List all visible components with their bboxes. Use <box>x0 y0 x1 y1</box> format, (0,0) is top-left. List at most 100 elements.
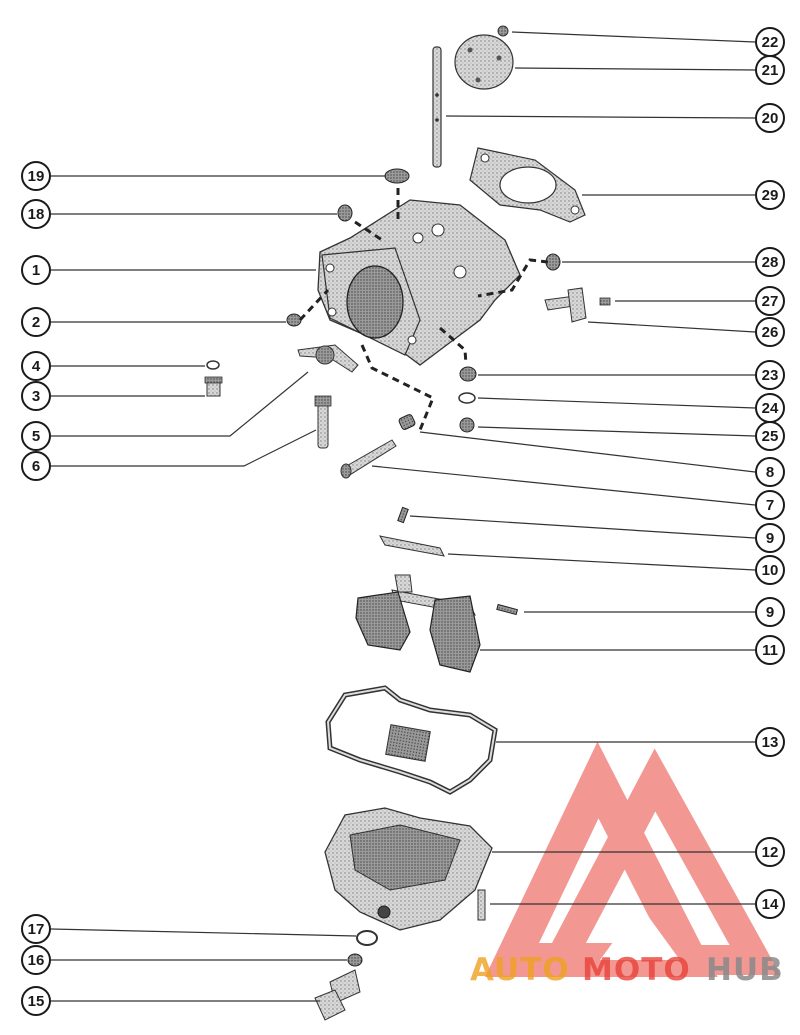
callout-circle <box>755 555 785 585</box>
part-17-o-ring <box>356 930 378 946</box>
part-3-fitting <box>204 376 223 397</box>
callout-circle <box>755 360 785 390</box>
part-28-plug <box>545 253 561 271</box>
part-10-float-arm <box>379 535 445 557</box>
callout-number: 9 <box>766 530 774 547</box>
callout-circle <box>755 27 785 57</box>
callout-number: 16 <box>28 952 45 969</box>
callout-number: 1 <box>32 262 40 279</box>
callout-number: 14 <box>762 896 779 913</box>
callout-26: 26 <box>755 317 785 347</box>
callout-circle <box>755 523 785 553</box>
callout-6: 6 <box>21 451 51 481</box>
callout-circle <box>21 986 51 1016</box>
callout-number: 20 <box>762 110 779 127</box>
callout-circle <box>21 945 51 975</box>
callout-12: 12 <box>755 837 785 867</box>
callout-number: 26 <box>762 324 779 341</box>
watermark-auto: AUTO <box>470 952 570 988</box>
callout-circle <box>755 490 785 520</box>
callout-circle <box>21 451 51 481</box>
part-20-shaft <box>432 46 442 168</box>
callout-number: 8 <box>766 464 774 481</box>
callout-circle <box>755 103 785 133</box>
callout-15: 15 <box>21 986 51 1016</box>
callout-9: 9 <box>755 523 785 553</box>
callout-25: 25 <box>755 421 785 451</box>
part-5-lever <box>297 344 359 373</box>
part-18-plug <box>337 204 353 222</box>
callout-number: 5 <box>32 428 40 445</box>
callout-14: 14 <box>755 889 785 919</box>
callout-circle <box>755 727 785 757</box>
callout-number: 22 <box>762 34 779 51</box>
callout-number: 21 <box>762 62 779 79</box>
part-14-screw <box>477 889 486 921</box>
part-7-needle-screw <box>340 439 397 479</box>
callout-number: 10 <box>762 562 779 579</box>
callout-4: 4 <box>21 351 51 381</box>
callout-number: 13 <box>762 734 779 751</box>
callout-circle <box>755 421 785 451</box>
watermark-hub: HUB <box>706 952 784 988</box>
callout-circle <box>21 199 51 229</box>
part-23-nut <box>459 366 477 382</box>
callout-number: 2 <box>32 314 40 331</box>
callout-13: 13 <box>755 727 785 757</box>
callout-27: 27 <box>755 286 785 316</box>
callout-number: 7 <box>766 497 774 514</box>
callout-circle <box>21 421 51 451</box>
callout-number: 4 <box>32 358 41 375</box>
callout-number: 6 <box>32 458 40 475</box>
callout-1: 1 <box>21 255 51 285</box>
callout-3: 3 <box>21 381 51 411</box>
callout-circle <box>21 914 51 944</box>
callout-7: 7 <box>755 490 785 520</box>
part-9-pin-upper <box>397 506 409 524</box>
callout-number: 27 <box>762 293 779 310</box>
callout-29: 29 <box>755 180 785 210</box>
callout-number: 29 <box>762 187 779 204</box>
callout-layer: 1234567899101112131415161718192021222324… <box>21 27 785 1016</box>
callout-9: 9 <box>755 597 785 627</box>
part-26-lever <box>544 287 587 323</box>
part-29-flange-gasket <box>469 147 586 223</box>
part-19-plug <box>384 168 410 184</box>
callout-11: 11 <box>755 635 785 665</box>
part-12-float-bowl <box>324 807 493 931</box>
callout-number: 28 <box>762 254 779 271</box>
callout-circle <box>21 381 51 411</box>
callout-circle <box>21 351 51 381</box>
callout-circle <box>21 255 51 285</box>
callout-number: 19 <box>28 168 45 185</box>
callout-circle <box>755 180 785 210</box>
callout-number: 9 <box>766 604 774 621</box>
callout-circle <box>755 317 785 347</box>
watermark-moto: MOTO <box>582 952 691 988</box>
callout-number: 23 <box>762 367 779 384</box>
callout-17: 17 <box>21 914 51 944</box>
callout-18: 18 <box>21 199 51 229</box>
part-11-float <box>355 574 481 673</box>
callout-23: 23 <box>755 360 785 390</box>
callout-circle <box>755 247 785 277</box>
part-27-screw <box>599 297 611 306</box>
watermark-text: AUTO MOTO HUB <box>470 952 784 988</box>
callout-number: 15 <box>28 993 45 1010</box>
callout-10: 10 <box>755 555 785 585</box>
callout-number: 3 <box>32 388 40 405</box>
callout-8: 8 <box>755 457 785 487</box>
callout-24: 24 <box>755 393 785 423</box>
callout-number: 17 <box>28 921 45 938</box>
callout-20: 20 <box>755 103 785 133</box>
part-6-jet <box>314 395 332 449</box>
callout-number: 25 <box>762 428 779 445</box>
callout-19: 19 <box>21 161 51 191</box>
assembly-dashed-lines <box>298 188 549 431</box>
part-22-screw <box>497 25 509 37</box>
callout-22: 22 <box>755 27 785 57</box>
part-2-plug <box>286 313 302 327</box>
callout-number: 18 <box>28 206 45 223</box>
part-4-washer <box>206 360 220 370</box>
callout-circle <box>755 457 785 487</box>
